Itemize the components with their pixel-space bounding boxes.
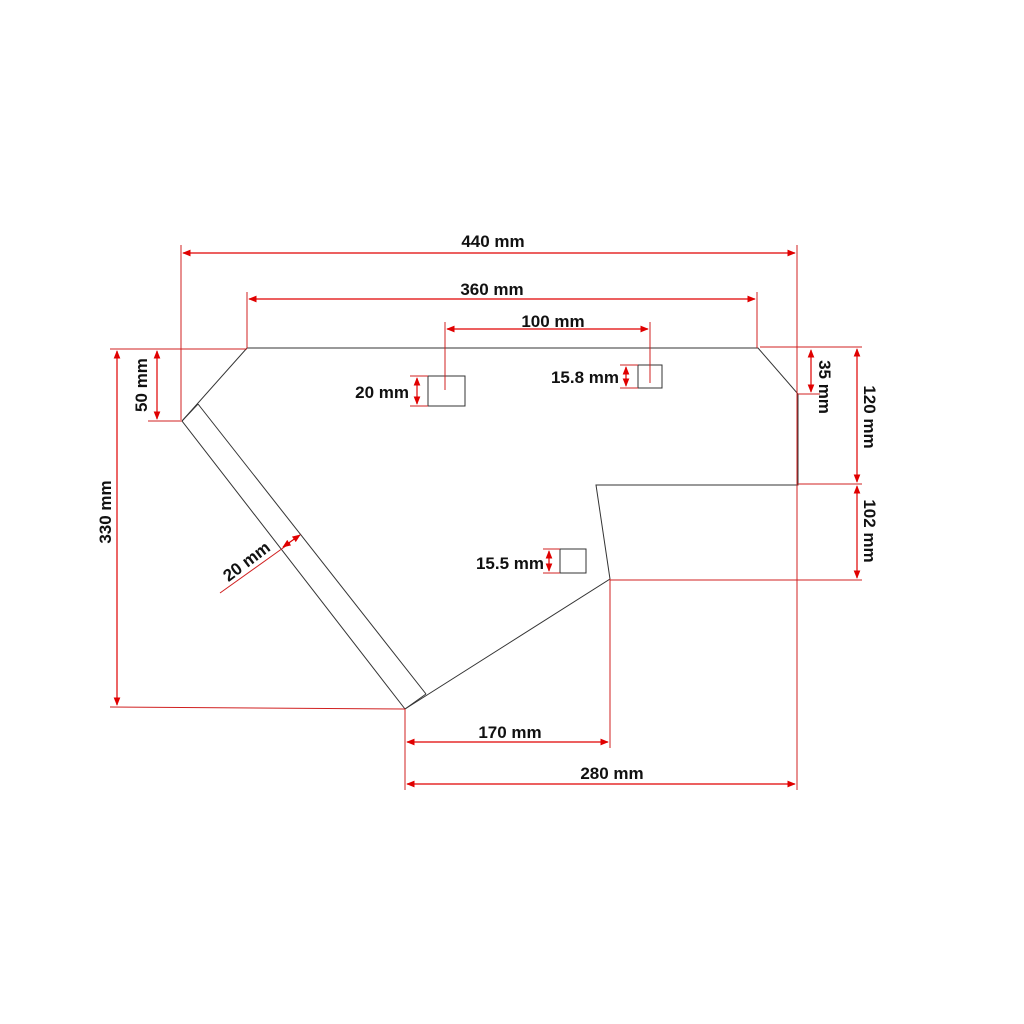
strip-inner-edge <box>197 403 427 695</box>
label-bottom-width: 280 mm <box>580 764 643 783</box>
dimension-labels: 440 mm 360 mm 100 mm 20 mm 15.8 mm 15.5 … <box>96 232 879 783</box>
label-right-chamfer: 35 mm <box>815 360 834 414</box>
hole-bottom <box>559 548 587 574</box>
label-right-upper-height: 120 mm <box>860 385 879 448</box>
label-top-width: 360 mm <box>460 280 523 299</box>
label-overall-width: 440 mm <box>461 232 524 251</box>
label-hole-left: 20 mm <box>355 383 409 402</box>
dimension-lines <box>113 249 861 788</box>
extension-lines <box>109 245 862 790</box>
label-bottom-inner: 170 mm <box>478 723 541 742</box>
label-strip-width: 20 mm <box>219 538 273 586</box>
part-outline <box>181 347 799 710</box>
label-hole-right: 15.8 mm <box>551 368 619 387</box>
label-notch-height: 102 mm <box>860 499 879 562</box>
label-left-chamfer: 50 mm <box>132 358 151 412</box>
label-hole-bottom: 15.5 mm <box>476 554 544 573</box>
hole-left <box>427 375 466 407</box>
label-hole-spacing: 100 mm <box>521 312 584 331</box>
label-overall-height: 330 mm <box>96 480 115 543</box>
